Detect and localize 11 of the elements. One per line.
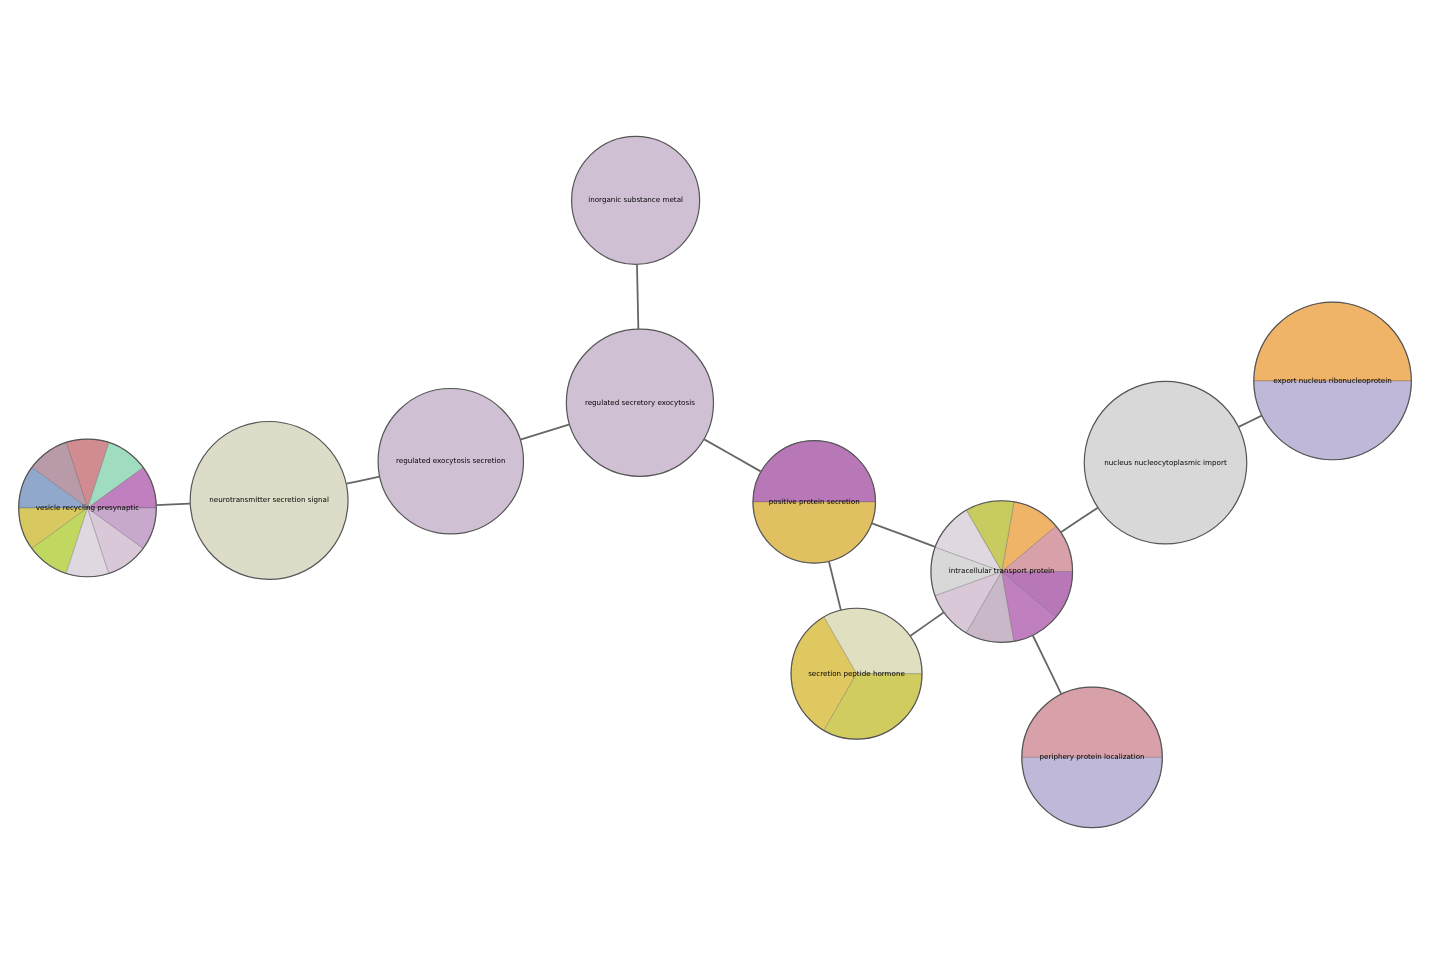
connector: [828, 560, 842, 611]
connector: [702, 438, 762, 473]
connector: [155, 502, 191, 506]
connector: [1059, 506, 1099, 534]
connector: [636, 263, 640, 330]
connector: [1031, 634, 1063, 695]
connector: [519, 423, 571, 441]
connector: [871, 522, 936, 548]
connector: [345, 475, 381, 485]
connector: [909, 611, 945, 637]
connector: [1237, 414, 1263, 428]
